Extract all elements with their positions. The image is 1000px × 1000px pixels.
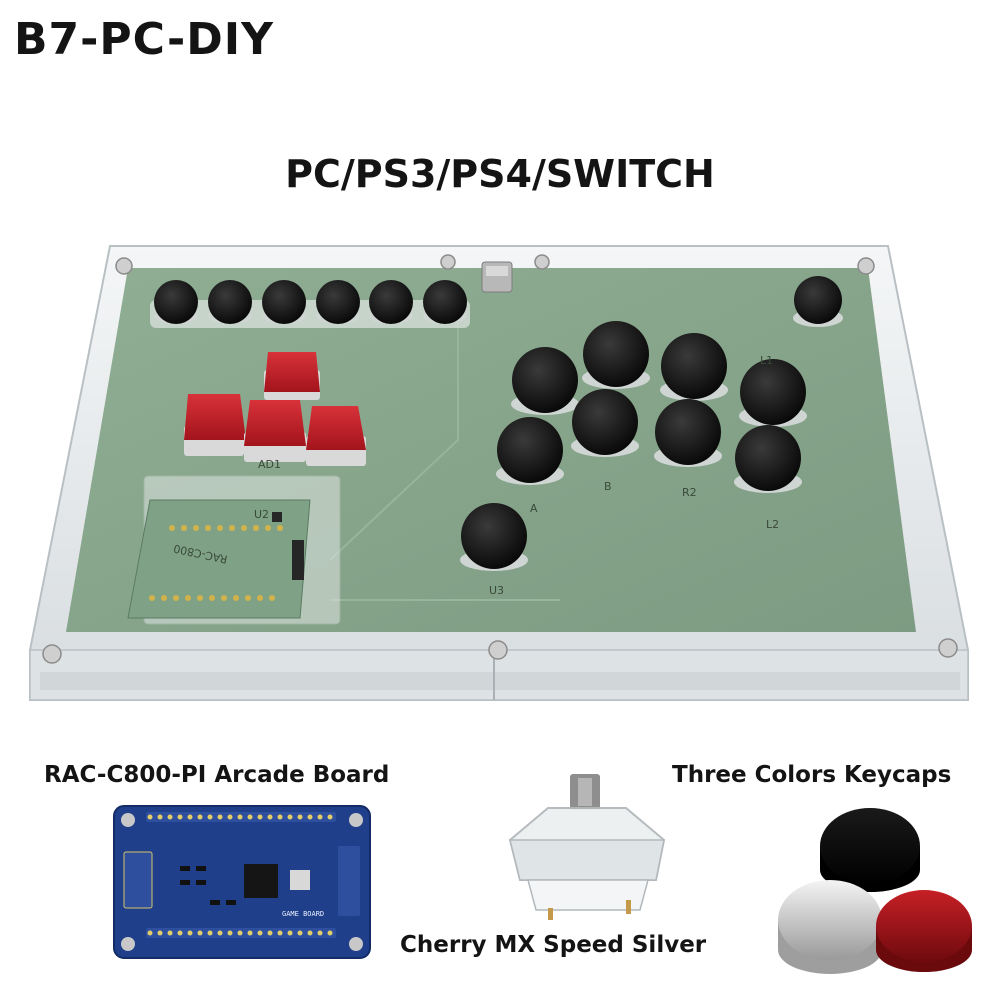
home-button: [793, 276, 843, 327]
case-screws: [42, 254, 958, 664]
platform-list: PC/PS3/PS4/SWITCH: [285, 152, 715, 196]
dpad-up-key: [264, 352, 320, 400]
action-button-6: [571, 389, 639, 457]
function-button-row: [150, 280, 470, 328]
function-button-4: [316, 280, 360, 324]
function-button-5: [369, 280, 413, 324]
action-button-5: [496, 417, 564, 485]
black-keycap: [820, 808, 920, 892]
b-label: B: [604, 480, 612, 493]
action-button-2: [582, 321, 650, 389]
dpad-right-key: [306, 406, 366, 466]
cherry-mx-switch-image: [508, 774, 666, 920]
arcade-board-image: GAME BOARD: [113, 805, 371, 959]
ad1-label: AD1: [258, 458, 281, 471]
red-keycap: [876, 890, 972, 972]
l2-button: [734, 425, 802, 493]
product-title: B7-PC-DIY: [14, 14, 274, 65]
function-button-3: [262, 280, 306, 324]
u2-label: U2: [254, 508, 269, 521]
dpad-keys: [184, 352, 366, 466]
function-button-1: [154, 280, 198, 324]
r2-button: [654, 399, 722, 467]
function-button-2: [208, 280, 252, 324]
u3-button: [460, 503, 528, 571]
l2-label: L2: [766, 518, 779, 531]
arcade-board-caption: RAC-C800-PI Arcade Board: [44, 762, 390, 788]
a-label: A: [530, 502, 538, 515]
l1-label: L1: [760, 354, 773, 367]
keycaps-image: [778, 808, 972, 974]
l1-button: [739, 359, 807, 427]
embedded-control-board: [127, 475, 341, 625]
action-buttons: [460, 321, 807, 571]
dpad-left-key: [184, 394, 246, 456]
r2-label: R2: [682, 486, 697, 499]
game-board-silk: GAME BOARD: [282, 910, 324, 918]
u3-label: U3: [489, 584, 504, 597]
function-button-6: [423, 280, 467, 324]
white-keycap: [778, 880, 882, 974]
action-button-3: [660, 333, 728, 401]
switch-caption: Cherry MX Speed Silver: [400, 932, 707, 958]
dpad-down-key: [244, 400, 306, 462]
action-button-1: [511, 347, 579, 415]
keycaps-caption: Three Colors Keycaps: [672, 762, 952, 788]
